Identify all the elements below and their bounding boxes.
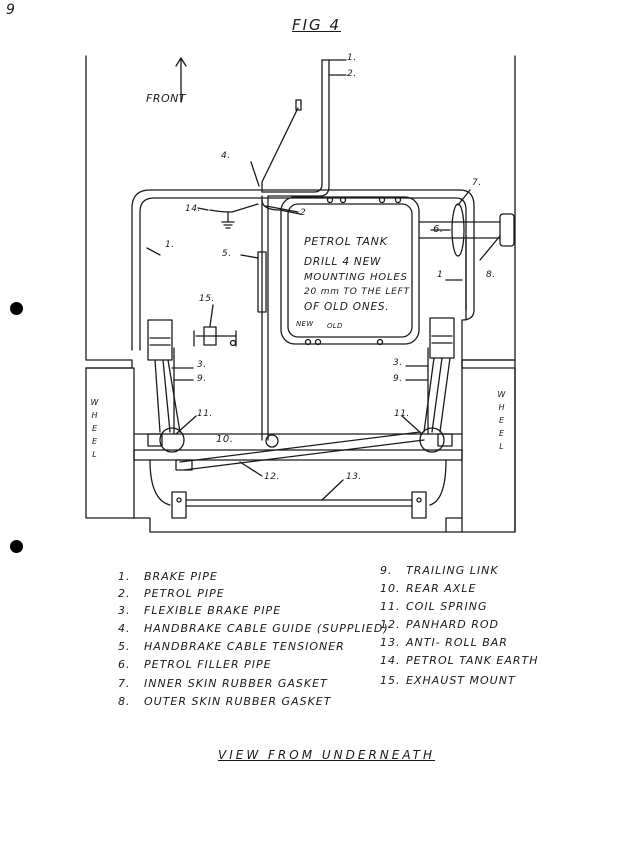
callout-13: 13. — [346, 472, 362, 482]
floor-pan-outline — [131, 189, 475, 361]
front-arrow-icon — [175, 57, 187, 103]
callout-1-left: 1. — [165, 240, 175, 250]
tank-title: PETROL TANK — [304, 235, 388, 248]
legend-item: 4.HANDBRAKE CABLE GUIDE (SUPPLIED) — [118, 622, 389, 635]
legend-item: 7.INNER SKIN RUBBER GASKET — [118, 677, 328, 690]
callout-5: 5. — [222, 249, 232, 259]
legend-item: 2.PETROL PIPE — [118, 587, 225, 600]
figure-title: FIG 4 — [292, 16, 341, 34]
handbrake-tensioner — [257, 251, 267, 313]
left-damper — [147, 319, 173, 361]
tank-note-line4: OF OLD ONES. — [304, 301, 390, 313]
callout-10: 10. — [216, 434, 234, 445]
callout-14: 14. — [185, 204, 201, 214]
callout-2-top: 2. — [347, 69, 357, 79]
legend-item: 10.REAR AXLE — [380, 582, 477, 595]
petrol-filler-pipe — [418, 221, 501, 239]
tank-new-label: NEW — [296, 320, 314, 328]
callout-6: 6. — [433, 224, 444, 235]
view-caption: VIEW FROM UNDERNEATH — [218, 748, 436, 762]
callout-4: 4. — [221, 151, 231, 161]
legend-item: 12.PANHARD ROD — [380, 618, 500, 631]
callout-11-right: 11. — [394, 409, 410, 419]
callout-12: 12. — [264, 472, 280, 482]
petrol-pipe — [267, 59, 330, 197]
handbrake-cable — [261, 107, 299, 193]
front-label: FRONT — [146, 92, 187, 105]
floor-pan-inner — [139, 197, 467, 351]
callout-2-mid: 2 — [300, 208, 307, 218]
right-damper — [429, 317, 455, 359]
tank-note-line3: 20 mm TO THE LEFT — [304, 287, 410, 297]
callout-9-right: 9. — [393, 374, 403, 384]
left-wheel — [85, 367, 135, 519]
legend-item: 11.COIL SPRING — [380, 600, 488, 613]
tank-note-line2: MOUNTING HOLES — [304, 272, 408, 283]
legend-item: 9.TRAILING LINK — [380, 564, 499, 577]
tank-old-label: OLD — [327, 322, 343, 330]
binder-hole-top — [10, 302, 23, 315]
legend-item: 6.PETROL FILLER PIPE — [118, 658, 272, 671]
legend-item: 1.BRAKE PIPE — [118, 570, 218, 583]
right-wheel — [461, 359, 516, 533]
legend-item: 5.HANDBRAKE CABLE TENSIONER — [118, 640, 345, 653]
callout-11-left: 11. — [197, 409, 213, 419]
callout-3-left: 3. — [197, 360, 207, 370]
callout-1-top: 1. — [347, 53, 357, 63]
callout-15: 15. — [199, 294, 215, 304]
body-outline-right — [461, 55, 516, 533]
brake-pipe — [261, 59, 323, 193]
binder-hole-bottom — [10, 540, 23, 553]
callout-3-right: 3. — [393, 358, 403, 368]
callout-9-left: 9. — [197, 374, 207, 384]
panhard-rod — [179, 431, 425, 471]
callout-8: 8. — [486, 270, 496, 280]
petrol-tank-outline — [280, 196, 420, 345]
body-outline-left — [85, 55, 133, 369]
petrol-tank-inner — [287, 203, 413, 338]
legend-item: 14.PETROL TANK EARTH — [380, 654, 539, 667]
tank-note-line1: DRILL 4 NEW — [304, 256, 382, 268]
callout-1-right: 1 — [437, 270, 444, 280]
legend-item: 8.OUTER SKIN RUBBER GASKET — [118, 695, 332, 708]
legend-item: 13.ANTI- ROLL BAR — [380, 636, 508, 649]
legend-item: 3.FLEXIBLE BRAKE PIPE — [118, 604, 282, 617]
page-number: 9 — [6, 2, 16, 18]
callout-7: 7. — [472, 178, 482, 188]
anti-roll-bar — [185, 499, 413, 507]
legend-item: 15.EXHAUST MOUNT — [380, 674, 516, 687]
filler-cap — [499, 213, 515, 247]
